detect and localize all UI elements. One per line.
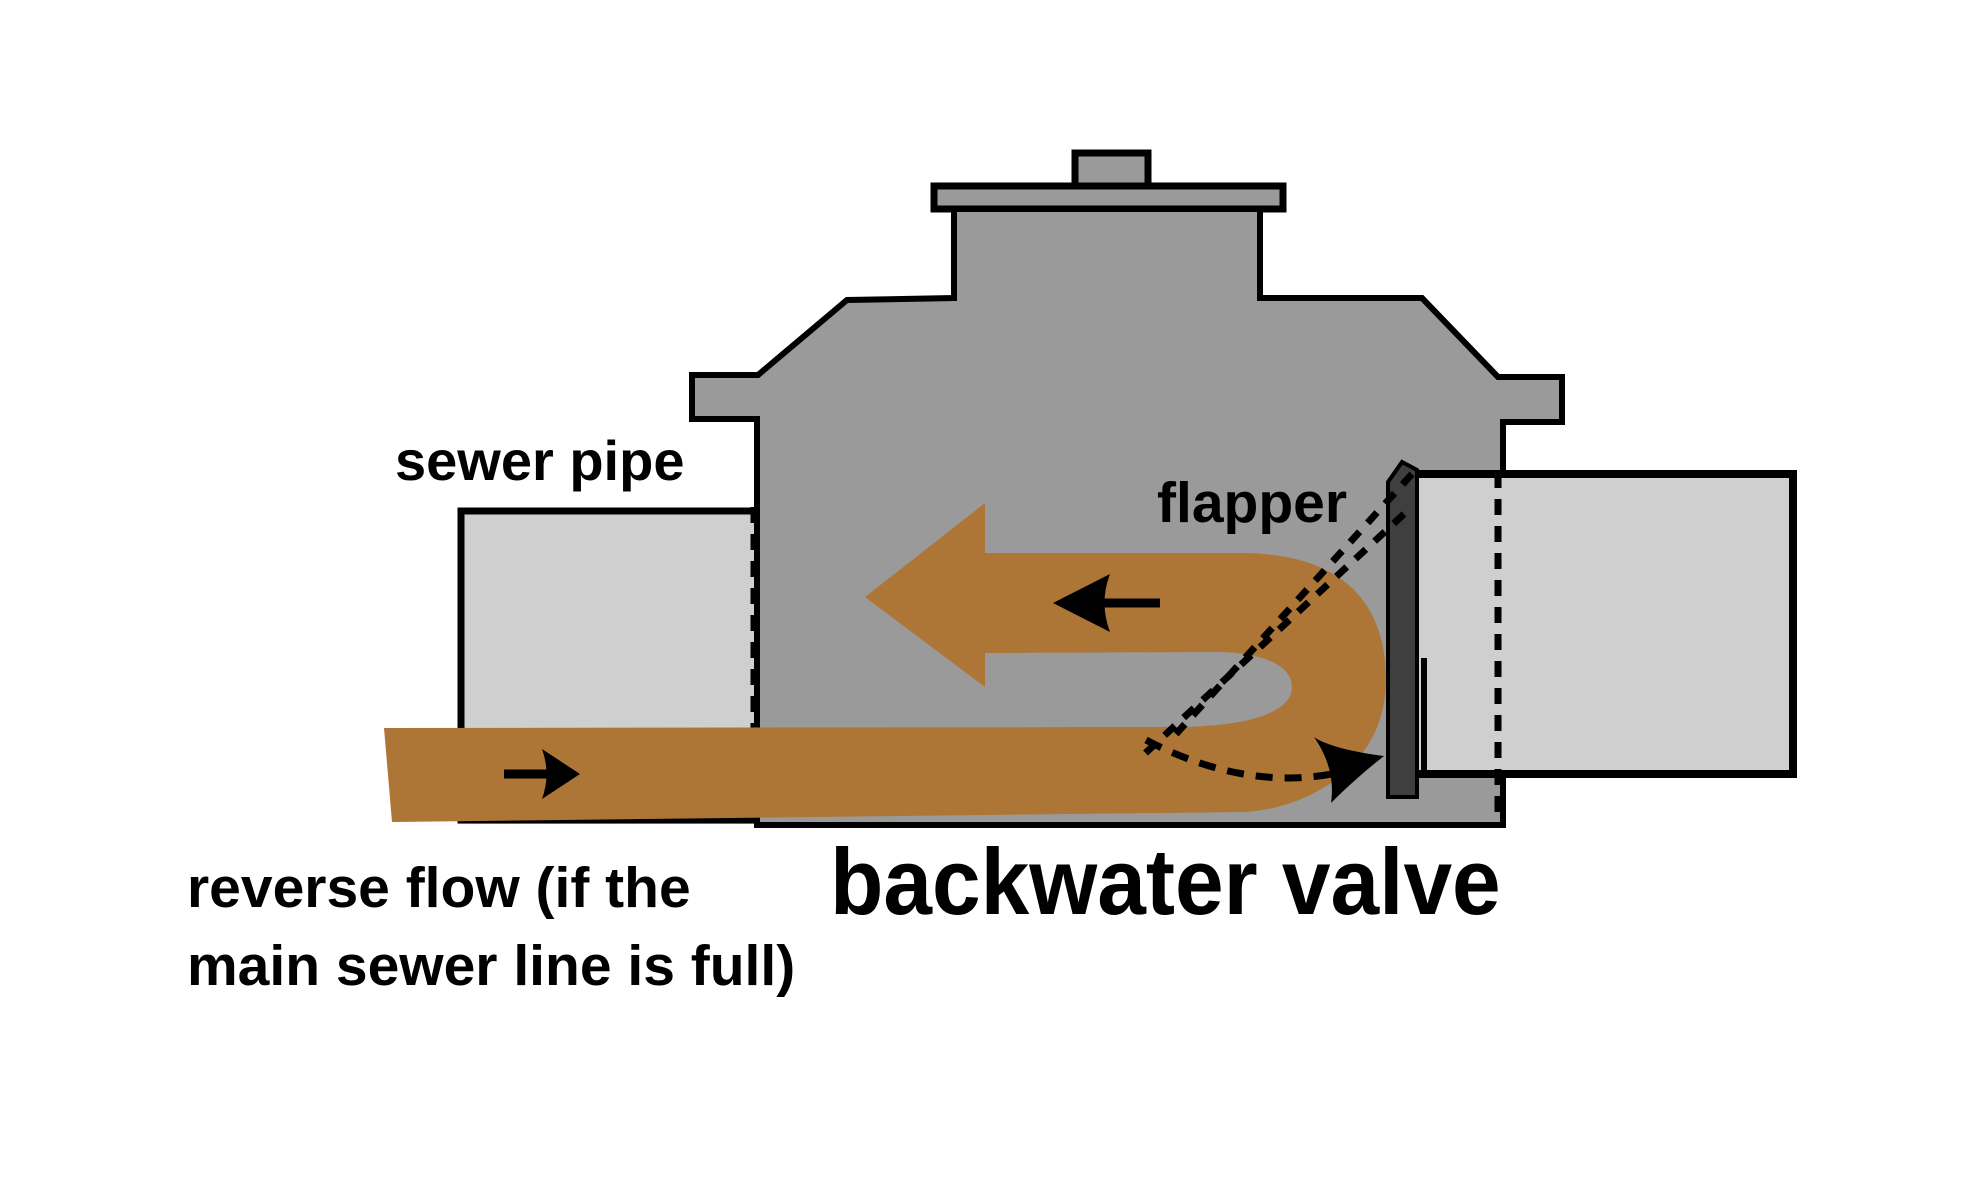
reverse-flow-direction-arrow-icon [1053,574,1110,632]
flapper-label: flapper [1157,471,1348,535]
inlet-flow-direction-arrow-icon [542,749,580,799]
flapper-swing-arc [1144,736,1343,782]
right-sewer-pipe [1417,470,1797,778]
valve-cap-knob [1071,149,1152,191]
sewer-pipe-label: sewer pipe [395,429,685,492]
valve-lid-plate [930,182,1287,213]
reverse-flow-caption-line1: reverse flow (if the [187,856,691,920]
reverse-flow-caption-line2: main sewer line is full) [187,934,796,998]
flapper-swing-arrowhead-icon [1314,737,1384,803]
reverse-flow-stream [384,503,1386,822]
left-sewer-pipe-outline [457,507,754,824]
flapper-seat-lip [1421,658,1427,776]
diagram-title: backwater valve [830,829,1501,934]
flapper-open-dashed-line-2 [1137,511,1407,761]
flapper-plate [1386,459,1419,799]
right-sewer-pipe-outline [1417,470,1797,778]
flapper-open-dashed-line-1 [1173,471,1415,737]
